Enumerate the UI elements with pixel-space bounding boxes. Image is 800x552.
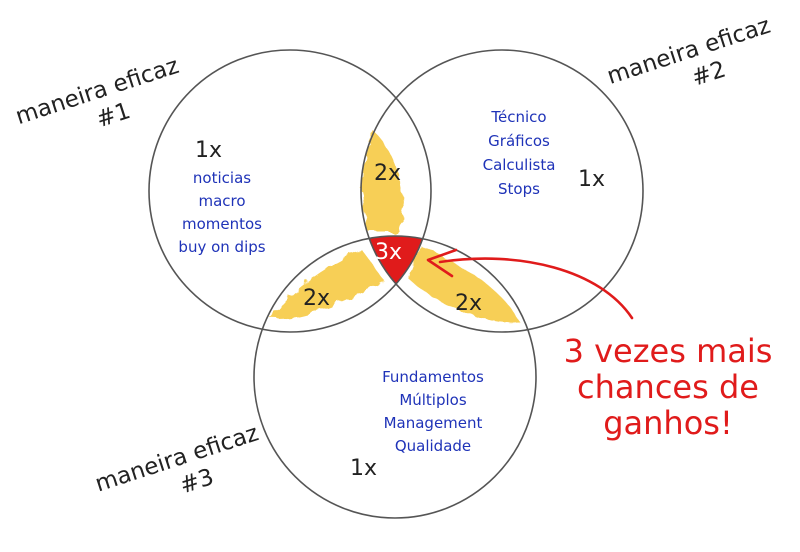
set-1-item: macro: [198, 192, 245, 210]
set-2-label-line1: maneira eficaz: [604, 13, 774, 90]
set-2-item: Stops: [498, 180, 540, 198]
set-2-item: Calculista: [483, 156, 556, 174]
set-1-item: noticias: [193, 169, 251, 187]
intersection-1-3-multiplier: 2x: [303, 286, 330, 311]
callout-arrow: [438, 257, 634, 320]
callout-arrowhead: [426, 248, 458, 278]
set-3-multiplier: 1x: [350, 456, 377, 481]
callout-line1: 3 vezes mais: [564, 332, 773, 370]
circle-set-1: [148, 49, 432, 333]
set-1-item: buy on dips: [178, 238, 265, 256]
set-3-label-line1: maneira eficaz: [92, 420, 262, 497]
set-2-multiplier: 1x: [578, 167, 605, 192]
set-1-item: momentos: [182, 215, 262, 233]
set-3-item: Fundamentos: [382, 368, 484, 386]
set-1-multiplier: 1x: [195, 138, 222, 163]
set-3-item: Management: [384, 414, 483, 432]
intersection-2-3-multiplier: 2x: [455, 291, 482, 316]
set-3-item: Múltiplos: [399, 391, 467, 409]
callout-line2: chances de: [577, 368, 759, 406]
circle-set-2: [360, 49, 644, 333]
intersection-1-2-multiplier: 2x: [374, 161, 401, 186]
intersection-1-2-highlight: [362, 128, 403, 232]
set-2-item: Gráficos: [488, 132, 550, 150]
set-3-item: Qualidade: [395, 437, 471, 455]
set-2-item: Técnico: [490, 108, 546, 126]
circle-set-3: [253, 235, 537, 519]
intersection-1-3-highlight: [270, 250, 384, 319]
triple-multiplier: 3x: [375, 240, 402, 265]
callout-line3: ganhos!: [603, 404, 733, 442]
